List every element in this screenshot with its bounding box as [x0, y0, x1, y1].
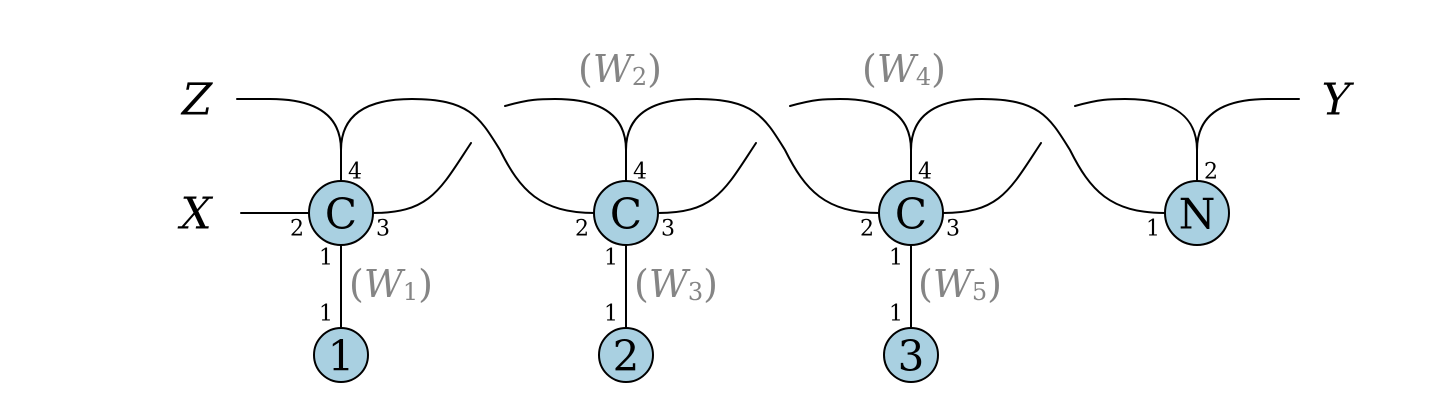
port-c3-left: 2	[860, 217, 874, 242]
wire-label-w2: (W2)	[578, 47, 662, 91]
terminal-y: Y	[1321, 75, 1354, 126]
node-leaf3-circle	[883, 327, 939, 383]
wire-y	[1196, 98, 1300, 151]
port-c2-right: 3	[661, 217, 675, 242]
node-leaf1-label: 1	[328, 332, 355, 381]
port-c1-top: 4	[348, 160, 362, 185]
node-c1: C 4 2 3 1	[290, 160, 390, 271]
port-c3-bottom: 1	[889, 246, 903, 271]
port-leaf3-top: 1	[889, 302, 903, 327]
wire-label-w3: (W3)	[634, 262, 718, 306]
node-c3-circle	[878, 180, 944, 246]
port-leaf1-top: 1	[319, 302, 333, 327]
port-c3-right: 3	[946, 217, 960, 242]
node-leaf3: 3 1	[883, 302, 939, 383]
node-c2: C 4 2 3 1	[575, 160, 675, 271]
port-c3-top: 4	[918, 160, 932, 185]
wire-c2-top-to-c3-left	[625, 97, 881, 214]
port-c2-bottom: 1	[604, 246, 618, 271]
port-c1-left: 2	[290, 217, 304, 242]
node-n-label: N	[1179, 190, 1216, 239]
wire-c3-top-to-n-left	[910, 97, 1166, 214]
wire-label-w1: (W1)	[349, 262, 433, 306]
port-c2-left: 2	[575, 217, 589, 242]
wire-label-w5: (W5)	[918, 262, 1002, 306]
wire-c3-top-left-arc	[789, 97, 912, 182]
node-n-circle	[1164, 180, 1230, 246]
node-leaf3-label: 3	[898, 332, 925, 381]
wire-c2-top-left-arc	[504, 97, 627, 182]
node-leaf2: 2 1	[598, 302, 654, 383]
wire-n-top-left-arc	[1074, 97, 1198, 182]
node-c1-circle	[308, 180, 374, 246]
node-c3-label: C	[895, 190, 927, 239]
port-leaf2-top: 1	[604, 302, 618, 327]
node-leaf2-circle	[598, 327, 654, 383]
wire-c3-right-up	[942, 142, 1042, 214]
terminal-x: X	[177, 189, 213, 240]
node-leaf1: 1 1	[313, 302, 369, 383]
port-c1-bottom: 1	[319, 246, 333, 271]
wire-label-w4: (W4)	[862, 47, 946, 91]
node-n: N 2 1	[1146, 160, 1230, 246]
node-c3: C 4 2 3 1	[860, 160, 960, 271]
port-n-left: 1	[1146, 217, 1160, 242]
node-c1-label: C	[325, 190, 357, 239]
wire-c1-top-to-c2-left	[340, 97, 596, 214]
port-n-top: 2	[1204, 160, 1218, 185]
node-c2-label: C	[610, 190, 642, 239]
wire-c2-right-up	[657, 142, 757, 214]
node-leaf2-label: 2	[613, 332, 640, 381]
terminal-z: Z	[180, 75, 214, 126]
wires	[236, 97, 1300, 328]
port-c2-top: 4	[633, 160, 647, 185]
wire-c1-right-up	[372, 142, 472, 214]
node-c2-circle	[593, 180, 659, 246]
port-c1-right: 3	[376, 217, 390, 242]
wire-z	[236, 98, 342, 182]
node-leaf1-circle	[313, 327, 369, 383]
